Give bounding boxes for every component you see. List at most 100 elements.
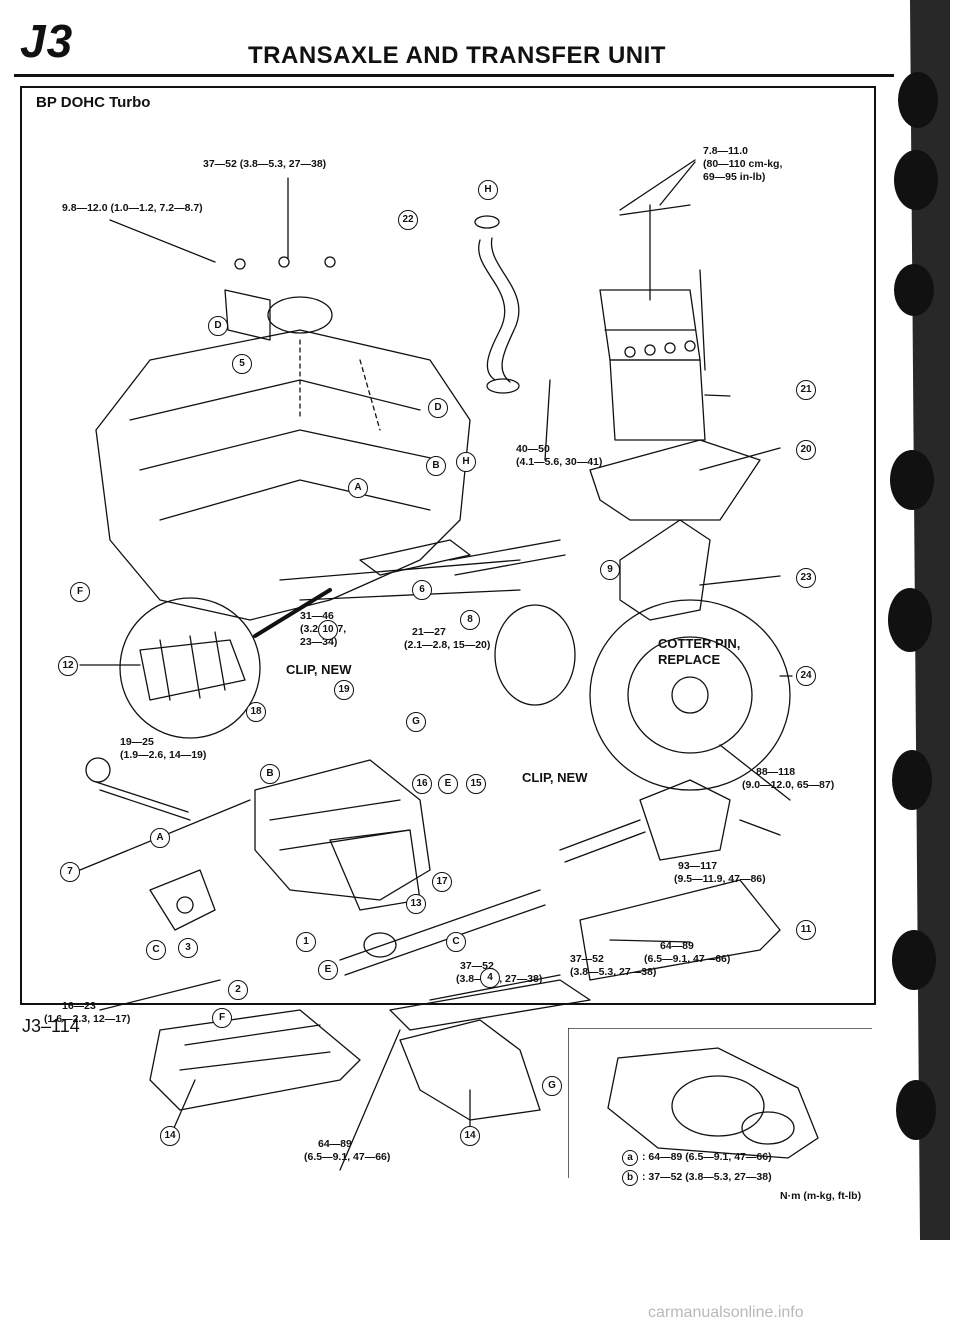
callout-9: 9 bbox=[600, 560, 620, 580]
callout-letter-e-upper: E bbox=[438, 774, 458, 794]
front-driveshaft bbox=[449, 539, 566, 576]
extension-bar bbox=[359, 539, 471, 576]
callout-4: 4 bbox=[480, 968, 500, 988]
under-cover-right bbox=[399, 1019, 541, 1121]
engine-subtitle: BP DOHC Turbo bbox=[36, 94, 151, 111]
starter-bracket bbox=[224, 289, 271, 341]
tie-rod bbox=[95, 781, 191, 821]
callout-20: 20 bbox=[796, 440, 816, 460]
note-clip-new-upper: CLIP, NEW bbox=[286, 662, 352, 677]
legend-key-a: a bbox=[622, 1150, 638, 1166]
torque-spec-battery-clamp-3: 69—95 in-lb) bbox=[703, 171, 766, 183]
callout-letter-h-upper: H bbox=[478, 180, 498, 200]
diagram-frame bbox=[20, 86, 876, 1005]
torque-spec-starter-bracket: 9.8—12.0 (1.0—1.2, 7.2—8.7) bbox=[62, 202, 203, 214]
callout-21: 21 bbox=[796, 380, 816, 400]
torque-spec-under-cover-1: 16—23 bbox=[62, 1000, 96, 1012]
engine-mount bbox=[149, 869, 216, 931]
starter-motor bbox=[267, 296, 333, 334]
torque-spec-crossmember-2: (9.5—11.9, 47—86) bbox=[674, 873, 766, 885]
callout-3: 3 bbox=[178, 938, 198, 958]
detail-circle bbox=[119, 597, 261, 739]
callout-1: 1 bbox=[296, 932, 316, 952]
torque-spec-battery-clamp-1: 7.8—11.0 bbox=[703, 145, 748, 157]
torque-spec-shift-2: (4.1—5.6, 30—41) bbox=[516, 456, 603, 468]
bolt-legend-inset bbox=[568, 1028, 872, 1178]
callout-8: 8 bbox=[460, 610, 480, 630]
callout-11: 11 bbox=[796, 920, 816, 940]
callout-letter-g-lower: G bbox=[542, 1076, 562, 1096]
callout-22: 22 bbox=[398, 210, 418, 230]
legend-text-a: : 64—89 (6.5—9.1, 47—66) bbox=[642, 1151, 772, 1163]
torque-units: N·m (m-kg, ft-lb) bbox=[780, 1190, 862, 1202]
section-code: J3 bbox=[20, 15, 74, 67]
intake-hose bbox=[478, 239, 506, 381]
torque-spec-hub-nut-1: 88—118 bbox=[756, 766, 796, 778]
scan-binding-edge bbox=[888, 0, 950, 1240]
note-clip-new-lower: CLIP, NEW bbox=[522, 770, 588, 785]
callout-7: 7 bbox=[60, 862, 80, 882]
callout-letter-c-center: C bbox=[446, 932, 466, 952]
torque-spec-shift-1: 40—50 bbox=[516, 443, 550, 455]
torque-spec-crossmember-1: 93—117 bbox=[678, 860, 718, 872]
callout-24: 24 bbox=[796, 666, 816, 686]
battery bbox=[609, 359, 706, 441]
torque-spec-joint-2: (2.1—2.8, 15—20) bbox=[404, 639, 491, 651]
callout-letter-g-upper: G bbox=[406, 712, 426, 732]
legend-key-b: b bbox=[622, 1170, 638, 1186]
callout-letter-d-right: D bbox=[428, 398, 448, 418]
torque-spec-tie-rod-2: (1.9—2.6, 14—19) bbox=[120, 749, 207, 761]
torque-spec-rear-mount-2: (6.5—9.1, 47—66) bbox=[644, 953, 731, 965]
callout-10: 10 bbox=[318, 620, 338, 640]
starter-bolt bbox=[234, 258, 246, 270]
torque-spec-cover-bolt-2: (3.8—5.3, 27—38) bbox=[570, 966, 657, 978]
footer-watermark: carmanualsonline.info bbox=[648, 1304, 804, 1321]
torque-spec-battery-clamp-2: (80—110 cm-kg, bbox=[703, 158, 783, 170]
engine-detail bbox=[129, 379, 441, 521]
page-title: TRANSAXLE AND TRANSFER UNIT bbox=[248, 42, 666, 69]
callout-14-right: 14 bbox=[460, 1126, 480, 1146]
rear-crossmember bbox=[389, 974, 591, 1031]
callout-17: 17 bbox=[432, 872, 452, 892]
engine-dashed bbox=[299, 339, 381, 431]
detail-pointer bbox=[253, 588, 332, 638]
callout-16: 16 bbox=[412, 774, 432, 794]
callout-6: 6 bbox=[412, 580, 432, 600]
legend-row-a: a : 64—89 (6.5—9.1, 47—66) bbox=[622, 1150, 772, 1166]
callout-14-left: 14 bbox=[160, 1126, 180, 1146]
battery-carrier bbox=[589, 439, 761, 521]
rear-differential bbox=[639, 779, 731, 861]
callout-18: 18 bbox=[246, 702, 266, 722]
torque-spec-under-cover-2: (1.6—2.3, 12—17) bbox=[44, 1013, 131, 1025]
callout-letter-d-left: D bbox=[208, 316, 228, 336]
callout-letter-a-upper: A bbox=[348, 478, 368, 498]
callout-15: 15 bbox=[466, 774, 486, 794]
note-cotter-pin-replace: REPLACE bbox=[658, 652, 721, 667]
torque-spec-hub-nut-2: (9.0—12.0, 65—87) bbox=[742, 779, 835, 791]
page-number: J3–114 bbox=[22, 1016, 80, 1036]
shift-rod bbox=[279, 559, 521, 601]
torque-spec-starter-bolt: 37—52 (3.8—5.3, 27—38) bbox=[203, 158, 327, 170]
callout-letter-a-lower: A bbox=[150, 828, 170, 848]
callout-13: 13 bbox=[406, 894, 426, 914]
callout-23: 23 bbox=[796, 568, 816, 588]
torque-spec-bottom-2: (6.5—9.1, 47—66) bbox=[304, 1151, 391, 1163]
header-rule bbox=[14, 74, 894, 77]
note-cotter-pin: COTTER PIN, bbox=[658, 636, 741, 651]
transaxle-case bbox=[254, 759, 431, 901]
splash-shield bbox=[619, 519, 711, 621]
torque-spec-bottom-1: 64—89 bbox=[318, 1138, 352, 1150]
callout-letter-b-lower: B bbox=[260, 764, 280, 784]
torque-spec-joint-1: 21—27 bbox=[412, 626, 446, 638]
callout-19: 19 bbox=[334, 680, 354, 700]
callout-5: 5 bbox=[232, 354, 252, 374]
callout-letter-e-lower: E bbox=[318, 960, 338, 980]
battery-clamp bbox=[619, 204, 706, 371]
callout-letter-c-left: C bbox=[146, 940, 166, 960]
torque-spec-cover-bolt-1: 37—52 bbox=[570, 953, 604, 965]
callout-2: 2 bbox=[228, 980, 248, 1000]
propeller-shaft bbox=[339, 889, 546, 976]
callout-letter-h-lower: H bbox=[456, 452, 476, 472]
under-cover-left bbox=[149, 1009, 361, 1111]
